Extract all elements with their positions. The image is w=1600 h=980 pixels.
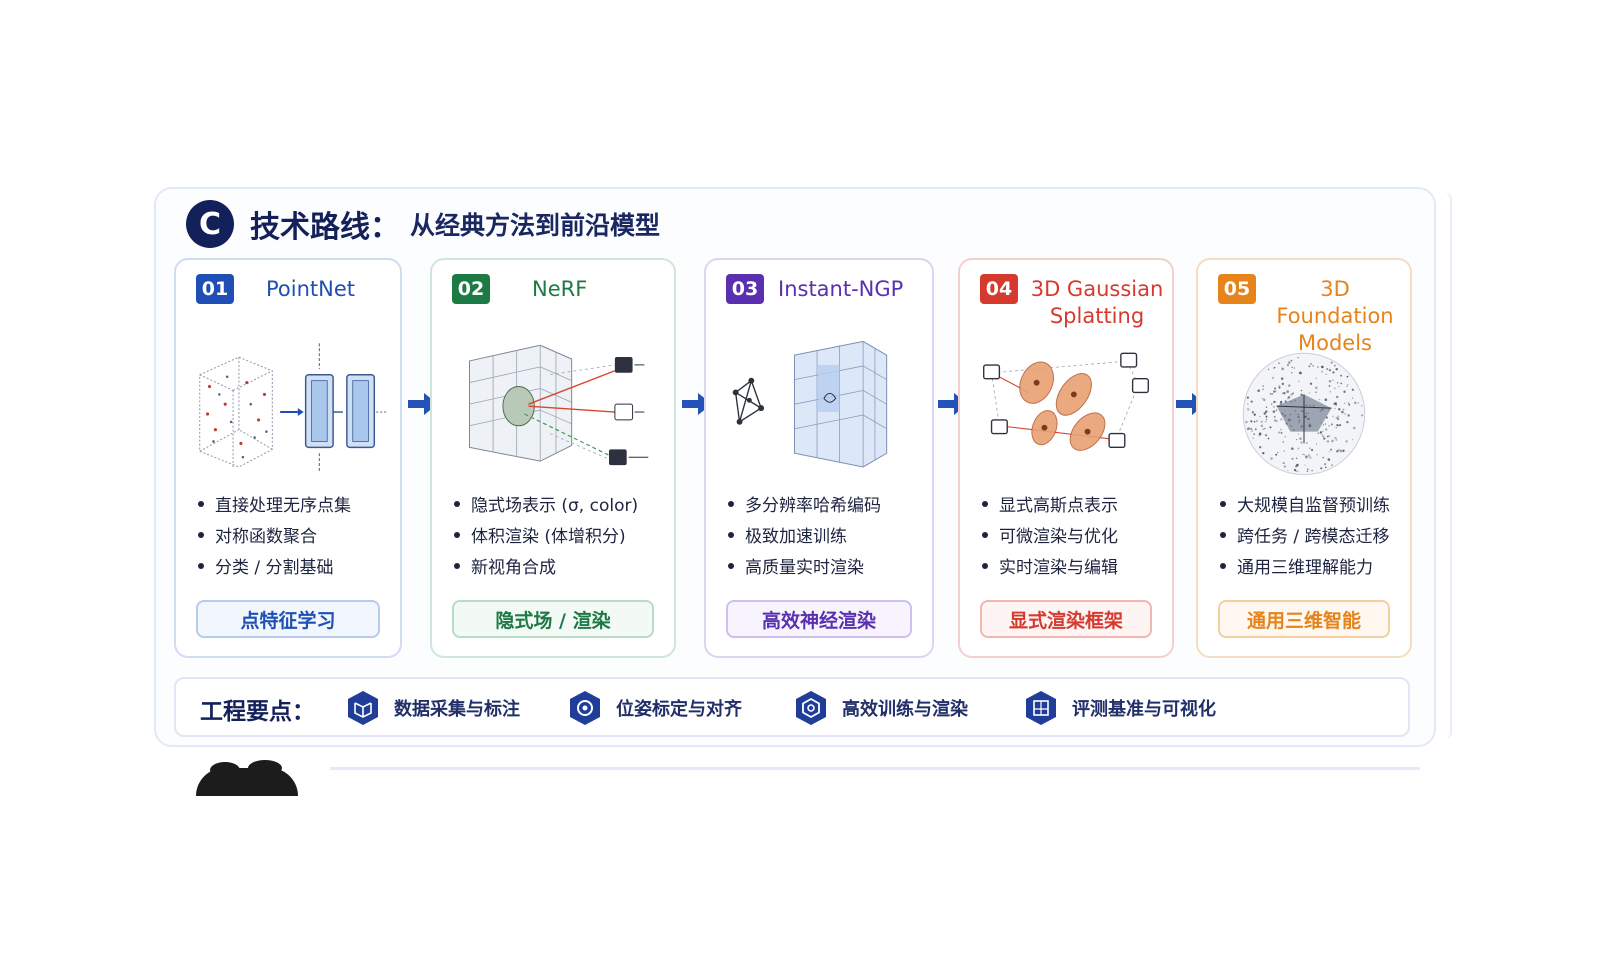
list-item: 体积渲染 (体增积分): [454, 522, 668, 553]
card-bullets: 隐式场表示 (σ, color) 体积渲染 (体增积分) 新视角合成: [454, 491, 668, 584]
engineering-item: 高效训练与渲染: [792, 688, 968, 728]
list-item: 通用三维理解能力: [1220, 553, 1404, 584]
pose-target-icon: [570, 691, 600, 725]
panel-edge: [1444, 192, 1452, 740]
bullet-text: 大规模自监督预训练: [1237, 496, 1390, 516]
bullet-text: 高质量实时渲染: [745, 558, 864, 578]
section-badge: C: [186, 200, 234, 248]
list-item: 实时渲染与编辑: [982, 553, 1166, 584]
bullet-text: 实时渲染与编辑: [999, 558, 1118, 578]
list-item: 新视角合成: [454, 553, 668, 584]
engineering-item: 位姿标定与对齐: [566, 688, 742, 728]
bullet-text: 新视角合成: [471, 558, 556, 578]
engineering-item-label: 评测基准与可视化: [1072, 699, 1216, 720]
engineering-label: 工程要点：: [200, 699, 315, 725]
bullet-text: 跨任务 / 跨模态迁移: [1237, 527, 1390, 547]
section-subtitle: 从经典方法到前沿模型: [410, 211, 661, 240]
card-title: NeRF: [532, 277, 588, 301]
list-item: 可微渲染与优化: [982, 522, 1166, 553]
section-header: C 技术路线 ： 从经典方法到前沿模型: [186, 200, 660, 248]
bullet-text: 显式高斯点表示: [999, 496, 1118, 516]
engineering-item-label: 高效训练与渲染: [842, 699, 968, 720]
engineering-bar: 工程要点： 数据采集与标注 位姿标定与对齐 高效训练与渲染 评测基准与可视化: [174, 677, 1410, 737]
radiance-field-grid-icon: [442, 334, 664, 494]
card-header: 02 NeRF: [452, 274, 662, 334]
gaussian-splats-icon: [970, 334, 1162, 494]
list-item: 多分辨率哈希编码: [728, 491, 926, 522]
card-bullets: 显式高斯点表示 可微渲染与优化 实时渲染与编辑: [982, 491, 1166, 584]
card-tag: 隐式场 / 渲染: [452, 600, 654, 638]
list-item: 跨任务 / 跨模态迁移: [1220, 522, 1404, 553]
card-number: 03: [726, 274, 764, 304]
engineering-item-label: 数据采集与标注: [394, 699, 520, 720]
bullet-text: 多分辨率哈希编码: [745, 496, 881, 516]
training-gear-icon: [796, 691, 826, 725]
bullet-text: 对称函数聚合: [215, 527, 317, 547]
card-foundation-models: 05 3D Foundation Models 大规模自监督预训练 跨任务 / …: [1196, 258, 1412, 658]
card-bullets: 多分辨率哈希编码 极致加速训练 高质量实时渲染: [728, 491, 926, 584]
bullet-text: 通用三维理解能力: [1237, 558, 1373, 578]
section-title: 技术路线: [250, 210, 370, 245]
list-item: 直接处理无序点集: [198, 491, 394, 522]
card-header: 03 Instant-NGP: [726, 274, 920, 334]
card-tag: 点特征学习: [196, 600, 380, 638]
card-tag: 显式渲染框架: [980, 600, 1152, 638]
engineering-item: 数据采集与标注: [344, 688, 520, 728]
point-cloud-network-icon: [186, 334, 390, 494]
card-nerf: 02 NeRF 隐式场表示 (σ, color) 体积渲染 (体增积分) 新视角: [430, 258, 676, 658]
card-bullets: 大规模自监督预训练 跨任务 / 跨模态迁移 通用三维理解能力: [1220, 491, 1404, 584]
card-number: 02: [452, 274, 490, 304]
bottom-divider: [330, 767, 1420, 770]
engineering-item-label: 位姿标定与对齐: [616, 699, 742, 720]
list-item: 极致加速训练: [728, 522, 926, 553]
card-tag: 通用三维智能: [1218, 600, 1390, 638]
list-item: 大规模自监督预训练: [1220, 491, 1404, 522]
bullet-text: 隐式场表示 (σ, color): [471, 496, 639, 516]
point-sphere-icon: [1208, 334, 1400, 494]
card-gaussian-splatting: 04 3D Gaussian Splatting 显式高斯点表示 可微渲染与优化…: [958, 258, 1174, 658]
bullet-text: 直接处理无序点集: [215, 496, 351, 516]
card-title: 3D Gaussian Splatting: [1030, 277, 1164, 328]
list-item: 分类 / 分割基础: [198, 553, 394, 584]
bullet-text: 极致加速训练: [745, 527, 847, 547]
card-tag: 高效神经渲染: [726, 600, 912, 638]
card-bullets: 直接处理无序点集 对称函数聚合 分类 / 分割基础: [198, 491, 394, 584]
card-pointnet: 01 PointNet: [174, 258, 402, 658]
card-header: 04 3D Gaussian Splatting: [980, 274, 1163, 334]
card-title: Instant-NGP: [778, 277, 904, 301]
list-item: 隐式场表示 (σ, color): [454, 491, 668, 522]
card-title: PointNet: [266, 277, 356, 301]
title-separator: ：: [370, 210, 400, 245]
card-header: 01 PointNet: [196, 274, 388, 334]
list-item: 显式高斯点表示: [982, 491, 1166, 522]
engineering-item: 评测基准与可视化: [1022, 688, 1216, 728]
card-number: 01: [196, 274, 234, 304]
card-number: 05: [1218, 274, 1256, 304]
benchmark-cube-icon: [1026, 691, 1056, 725]
card-number: 04: [980, 274, 1018, 304]
list-item: 高质量实时渲染: [728, 553, 926, 584]
data-cube-icon: [348, 691, 378, 725]
card-title: 3D Foundation Models: [1276, 277, 1394, 355]
card-header: 05 3D Foundation Models: [1218, 274, 1398, 355]
bullet-text: 体积渲染 (体增积分): [471, 527, 626, 547]
avatar: [180, 740, 320, 796]
bullet-text: 可微渲染与优化: [999, 527, 1118, 547]
card-instant-ngp: 03 Instant-NGP 多分辨率哈希编码 极致加速训练 高质量实时渲染 高…: [704, 258, 934, 658]
bullet-text: 分类 / 分割基础: [215, 558, 334, 578]
list-item: 对称函数聚合: [198, 522, 394, 553]
hash-grid-icon: [716, 334, 922, 494]
